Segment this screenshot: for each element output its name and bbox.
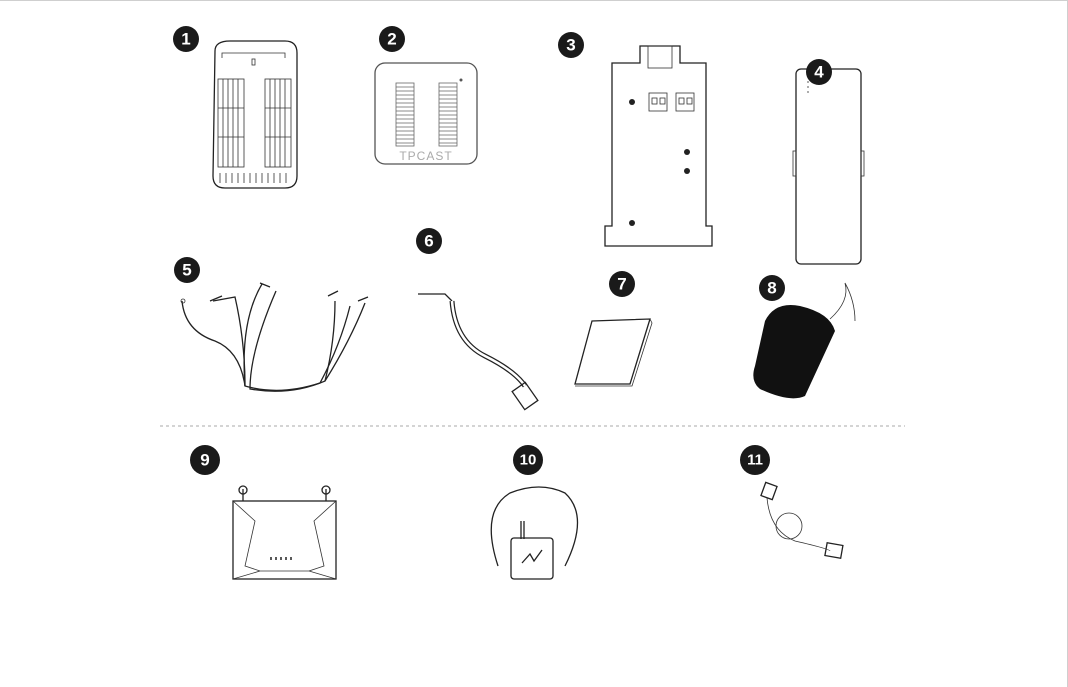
item-9-router xyxy=(232,485,337,580)
item-11-cable-clip xyxy=(760,481,844,560)
badge-11: 11 xyxy=(740,445,770,475)
item-5-split-cable xyxy=(180,282,369,392)
badge-number: 9 xyxy=(200,451,209,470)
item-1-receiver xyxy=(212,40,298,189)
badge-1: 1 xyxy=(173,26,199,52)
badge-number: 5 xyxy=(182,261,191,280)
badge-2: 2 xyxy=(379,26,405,52)
item-7-velcro-pad xyxy=(574,318,653,387)
badge-9: 9 xyxy=(190,445,220,475)
item-4-power-box xyxy=(792,68,865,265)
item-6-hdmi-cable xyxy=(418,293,539,411)
badge-number: 1 xyxy=(181,30,190,49)
badge-number: 8 xyxy=(767,279,776,298)
badge-number: 11 xyxy=(747,452,763,469)
badge-number: 4 xyxy=(814,63,824,82)
badge-6: 6 xyxy=(416,228,442,254)
badge-number: 2 xyxy=(387,30,396,49)
badge-7: 7 xyxy=(609,271,635,297)
badge-number: 3 xyxy=(566,36,575,55)
badge-10: 10 xyxy=(513,445,543,475)
item-8-pouch xyxy=(753,282,856,399)
badge-8: 8 xyxy=(759,275,785,301)
badge-4: 4 xyxy=(806,59,832,85)
badge-3: 3 xyxy=(558,32,584,58)
item-2-transmitter: TPCAST xyxy=(374,62,478,165)
item-3-mounting-bracket xyxy=(604,45,713,247)
item-10-headphone-band xyxy=(490,486,579,580)
badge-5: 5 xyxy=(174,257,200,283)
badge-number: 7 xyxy=(617,275,626,294)
badge-number: 6 xyxy=(424,232,433,251)
badge-number: 10 xyxy=(520,452,537,469)
transmitter-logo: TPCAST xyxy=(399,149,452,163)
